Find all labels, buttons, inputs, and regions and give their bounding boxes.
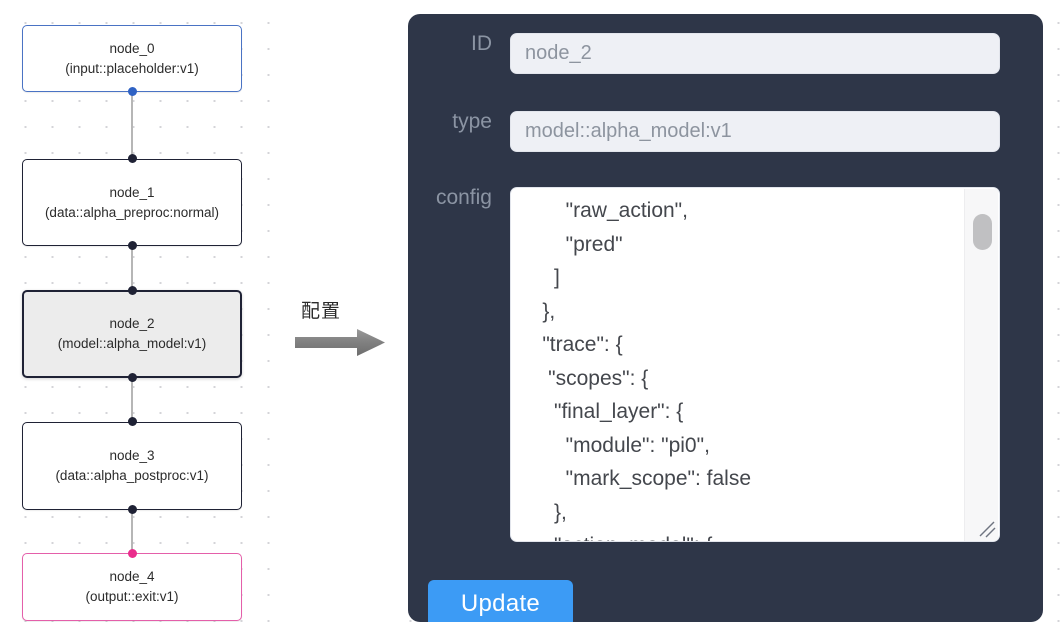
node-config-panel: ID node_2 type model::alpha_model:v1 con… xyxy=(408,14,1043,627)
graph-node-node_4[interactable]: node_4 (output::exit:v1) xyxy=(22,553,242,621)
graph-node-node_0[interactable]: node_0 (input::placeholder:v1) xyxy=(22,25,242,92)
field-row-config: config "raw_action", "pred" ] }, "trace"… xyxy=(408,187,1000,542)
edge-node3-node4[interactable] xyxy=(131,510,133,555)
config-field-label: config xyxy=(435,186,492,209)
graph-node-node_2[interactable]: node_2 (model::alpha_model:v1) xyxy=(22,290,242,378)
node-subtitle: (model::alpha_model:v1) xyxy=(57,336,207,351)
resize-grip-icon[interactable] xyxy=(977,519,997,539)
node-title: node_3 xyxy=(109,448,155,463)
node-title: node_0 xyxy=(109,40,155,56)
node-handle-node_1-source[interactable] xyxy=(127,241,137,250)
node-title: node_2 xyxy=(109,316,155,331)
node-subtitle: (data::alpha_preproc:normal) xyxy=(44,204,220,220)
id-input[interactable]: node_2 xyxy=(510,33,1000,74)
canvas-bottom-strip-dots xyxy=(0,622,290,643)
update-button[interactable]: Update xyxy=(428,580,573,627)
node-handle-node_3-target[interactable] xyxy=(127,417,137,426)
id-field-label: ID xyxy=(471,32,492,55)
node-handle-node_4-target[interactable] xyxy=(127,549,137,558)
annotation-arrow-group: 配置 xyxy=(295,296,390,362)
type-input[interactable]: model::alpha_model:v1 xyxy=(510,111,1000,152)
annotation-arrow-label: 配置 xyxy=(301,300,342,322)
field-row-type: type model::alpha_model:v1 xyxy=(408,111,1000,152)
type-field-label: type xyxy=(452,110,492,133)
field-row-id: ID node_2 xyxy=(408,33,1000,74)
edge-node0-node1[interactable] xyxy=(131,92,133,161)
node-handle-node_1-target[interactable] xyxy=(127,154,137,163)
node-handle-node_3-source[interactable] xyxy=(127,505,137,514)
config-textarea[interactable]: "raw_action", "pred" ] }, "trace": { "sc… xyxy=(542,199,751,541)
node-subtitle: (input::placeholder:v1) xyxy=(65,60,199,76)
config-textarea-wrapper[interactable]: "raw_action", "pred" ] }, "trace": { "sc… xyxy=(510,187,1000,542)
node-handle-node_0-source[interactable] xyxy=(127,87,137,96)
node-title: node_4 xyxy=(109,569,155,584)
node-subtitle: (data::alpha_postproc:v1) xyxy=(55,468,209,483)
edge-node2-node3[interactable] xyxy=(131,378,133,424)
config-scrollbar-track[interactable] xyxy=(964,189,998,541)
config-scrollbar-thumb[interactable] xyxy=(973,214,992,250)
node-title: node_1 xyxy=(109,184,155,200)
node-subtitle: (output::exit:v1) xyxy=(85,589,179,604)
arrow-right-icon xyxy=(295,329,385,356)
graph-node-node_3[interactable]: node_3 (data::alpha_postproc:v1) xyxy=(22,422,242,510)
node-handle-node_2-source[interactable] xyxy=(127,373,137,382)
edge-node1-node2[interactable] xyxy=(131,246,133,292)
node-handle-node_2-target[interactable] xyxy=(127,286,137,295)
graph-node-node_1[interactable]: node_1 (data::alpha_preproc:normal) xyxy=(22,159,242,246)
